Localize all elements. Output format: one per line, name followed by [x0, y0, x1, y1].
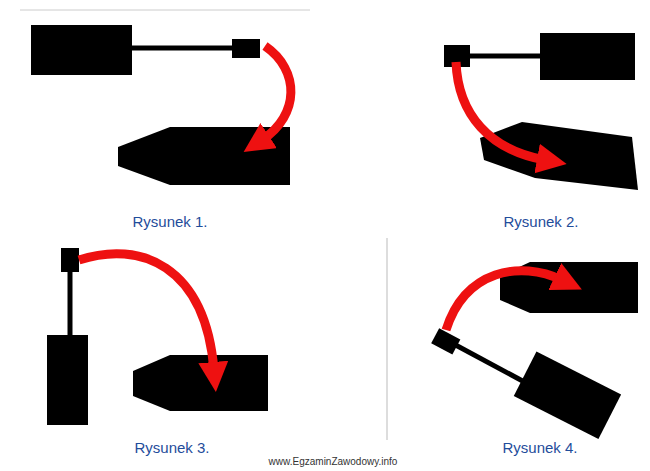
red-arrow	[262, 46, 291, 140]
cable	[68, 270, 73, 336]
socket-body	[133, 355, 268, 411]
socket-body	[480, 122, 638, 190]
panel-3	[47, 248, 268, 425]
figure-caption: Rysunek 2.	[503, 213, 578, 231]
red-arrow	[446, 271, 562, 330]
panel-4	[431, 262, 638, 439]
device-body	[514, 351, 621, 439]
panel-2	[444, 33, 638, 190]
device-body	[47, 335, 88, 425]
separator-line	[20, 10, 310, 11]
plug	[431, 328, 460, 354]
panel-1	[31, 25, 291, 185]
device-body	[540, 33, 635, 80]
cable	[450, 342, 530, 385]
watermark: www.EgzaminZawodowy.info	[269, 456, 398, 468]
cable	[468, 54, 541, 59]
device-body	[31, 25, 132, 75]
separator-line	[387, 238, 388, 440]
figure-caption: Rysunek 1.	[132, 213, 207, 231]
figure-caption: Rysunek 4.	[502, 439, 577, 457]
cable	[132, 46, 233, 51]
plug	[232, 39, 260, 58]
red-arrow	[456, 62, 545, 160]
figure-caption: Rysunek 3.	[134, 439, 209, 457]
red-arrow	[79, 254, 214, 370]
plug	[61, 248, 79, 272]
